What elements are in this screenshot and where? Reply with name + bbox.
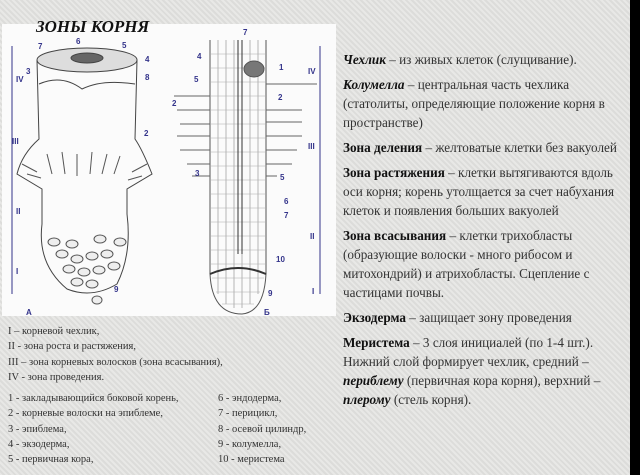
label-zone-iii-right: III [308,142,315,151]
label-9-right: 9 [268,289,273,298]
label-6: 6 [76,37,81,46]
label-7b-right: 7 [284,211,289,220]
legend-zone: II - зона роста и растяжения, [8,341,136,353]
desc-columella: Колумелла – центральная часть чехлика (с… [343,77,605,130]
legend-item: 8 - осевой цилиндр, [218,423,307,435]
label-5: 5 [122,41,127,50]
label-zone-iv-right: IV [308,67,316,76]
label-a: А [26,308,32,316]
legend-item: 10 - меристема [218,454,285,466]
root-section-drawing [174,40,317,315]
label-zone-iv: IV [16,75,24,84]
legend-zone: I – корневой чехлик, [8,326,100,337]
legend-item: 4 - экзодерма, [8,439,70,451]
label-10-right: 10 [276,255,285,264]
right-edge-bar [630,0,640,475]
legend-item: 7 - перицикл, [218,408,278,420]
legend-item: 6 - эндодерма, [218,393,282,405]
descriptions: Чехлик – из живых клеток (слущивание). К… [343,50,628,415]
root-3d-drawing [16,47,153,305]
desc-cap: Чехлик – из живых клеток (слущивание). [343,52,577,67]
desc-division-zone: Зона деления – желтоватые клетки без вак… [343,140,617,155]
desc-meristem: Меристема – 3 слоя инициалей (по 1-4 шт.… [343,335,601,407]
slide-title: ЗОНЫ КОРНЯ [36,17,150,36]
label-4-right: 4 [197,52,202,61]
label-b: Б [264,308,270,316]
label-zone-i: I [16,267,18,276]
zones-legend: I – корневой чехлик, II - зона роста и р… [8,324,306,385]
legend-item: 1 - закладывающийся боковой корень, [8,393,179,405]
legend-zone: III – зона корневых волосков (зона всасы… [8,356,223,368]
label-7-top: 7 [243,28,248,37]
numbers-legend: 1 - закладывающийся боковой корень, 2 - … [8,391,306,467]
legend-item: 5 - первичная кора, [8,454,94,466]
label-6-right: 6 [284,197,289,206]
label-2b-right: 2 [172,99,177,108]
label-3: 3 [26,67,31,76]
label-2: 2 [144,129,149,138]
label-3-right: 3 [195,169,200,178]
label-zone-i-right: I [312,287,314,296]
diagram-legend: I – корневой чехлик, II - зона роста и р… [8,324,306,468]
legend-item: 3 - эпиблема, [8,423,67,435]
label-8: 8 [145,73,150,82]
label-9: 9 [114,285,119,294]
label-zone-iii: III [12,137,19,146]
desc-absorption-zone: Зона всасывания – клетки трихобласты (об… [343,228,590,300]
label-1-right: 1 [279,63,284,72]
legend-item: 9 - колумелла, [218,439,282,451]
label-7: 7 [38,42,43,51]
label-4: 4 [145,55,150,64]
label-5b-right: 5 [280,173,285,182]
label-2-right: 2 [278,93,283,102]
label-5-right: 5 [194,75,199,84]
legend-item: 2 - корневые волоски на эпиблеме, [8,408,163,420]
legend-zone: IV - зона проведения. [8,371,105,383]
desc-exodermis: Экзодерма – защищает зону проведения [343,310,572,325]
root-zones-diagram: А IV III II I 6 7 5 4 8 3 2 9 1 Б IV III… [2,24,336,317]
label-zone-ii-right: II [310,232,314,241]
desc-elongation-zone: Зона растяжения – клетки вытягиваются вд… [343,165,615,218]
label-zone-ii: II [16,207,20,216]
